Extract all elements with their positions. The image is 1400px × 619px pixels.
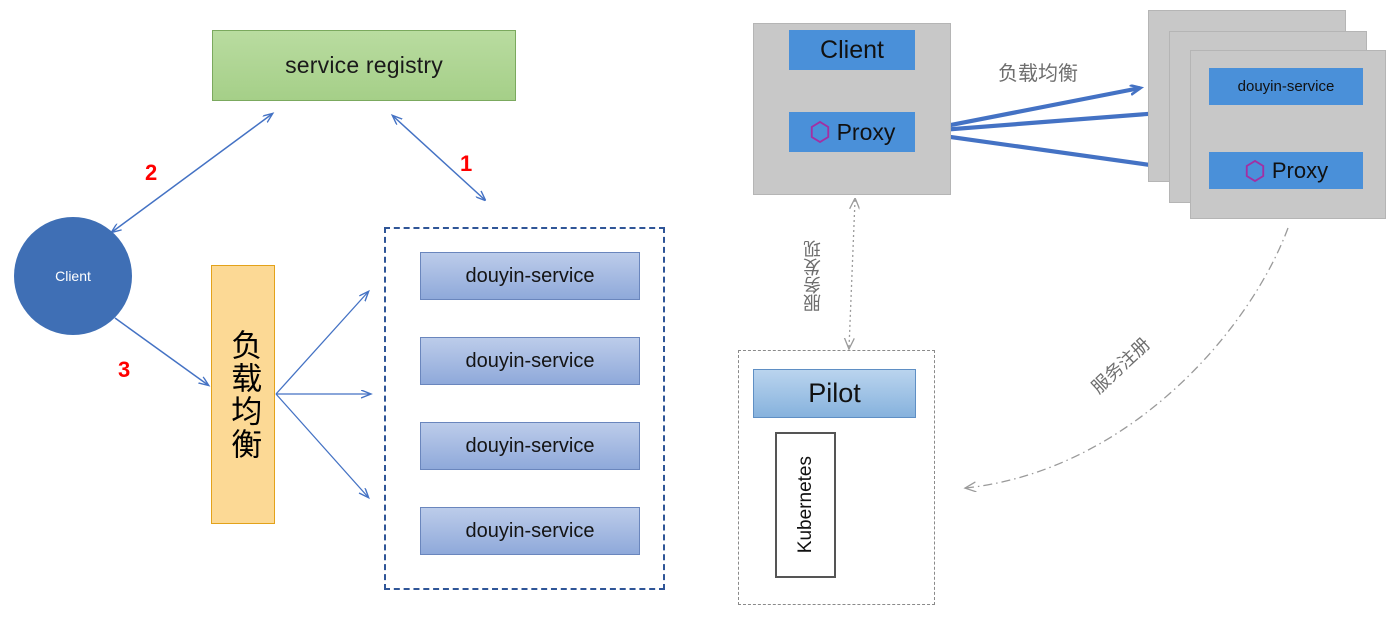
load-balance-edge-label: 负载均衡 <box>998 63 1078 85</box>
douyin-service-instance-1[interactable]: douyin-service <box>420 252 640 300</box>
douyin-service-label: douyin-service <box>465 349 595 372</box>
step-number-2: 2 <box>145 160 158 185</box>
pilot-box[interactable]: Pilot <box>753 369 916 418</box>
douyin-service-label: douyin-service <box>465 264 595 287</box>
hexagon-icon <box>1244 159 1266 183</box>
pilot-label: Pilot <box>808 378 861 408</box>
arrow-loadbalancer-fanout <box>275 292 370 497</box>
service-app-box[interactable]: douyin-service <box>1209 68 1363 105</box>
arrow-registry-to-client <box>112 114 272 232</box>
service-registry-label: service registry <box>285 52 443 78</box>
client-proxy-box[interactable]: Proxy <box>789 112 915 152</box>
douyin-service-label: douyin-service <box>465 519 595 542</box>
douyin-service-instance-4[interactable]: douyin-service <box>420 507 640 555</box>
step-number-1: 1 <box>460 151 473 176</box>
douyin-service-instance-2[interactable]: douyin-service <box>420 337 640 385</box>
service-proxy-label: Proxy <box>1271 157 1329 183</box>
client-label: Client <box>55 268 91 284</box>
douyin-service-label: douyin-service <box>465 434 595 457</box>
control-plane-container <box>738 350 935 605</box>
hexagon-icon <box>809 120 831 144</box>
kubernetes-label: Kubernetes <box>794 456 816 554</box>
douyin-service-instance-3[interactable]: douyin-service <box>420 422 640 470</box>
service-group-container <box>384 227 665 590</box>
arrow-service-discovery <box>849 200 855 348</box>
service-discovery-edge-label: 服务发现 <box>803 240 823 312</box>
service-app-label: douyin-service <box>1237 78 1335 95</box>
service-registration-edge-label: 服务注册 <box>1087 333 1155 398</box>
client-app-label: Client <box>820 35 884 64</box>
service-proxy-box[interactable]: Proxy <box>1209 152 1363 189</box>
load-balancer-box[interactable]: 负载均衡 <box>211 265 275 524</box>
client-app-box[interactable]: Client <box>789 30 915 70</box>
client-node[interactable]: Client <box>14 217 132 335</box>
service-registry-box[interactable]: service registry <box>212 30 516 101</box>
step-number-3: 3 <box>118 357 131 382</box>
client-proxy-label: Proxy <box>836 118 896 145</box>
kubernetes-box[interactable]: Kubernetes <box>775 432 836 578</box>
load-balancer-label: 负载均衡 <box>226 328 262 461</box>
